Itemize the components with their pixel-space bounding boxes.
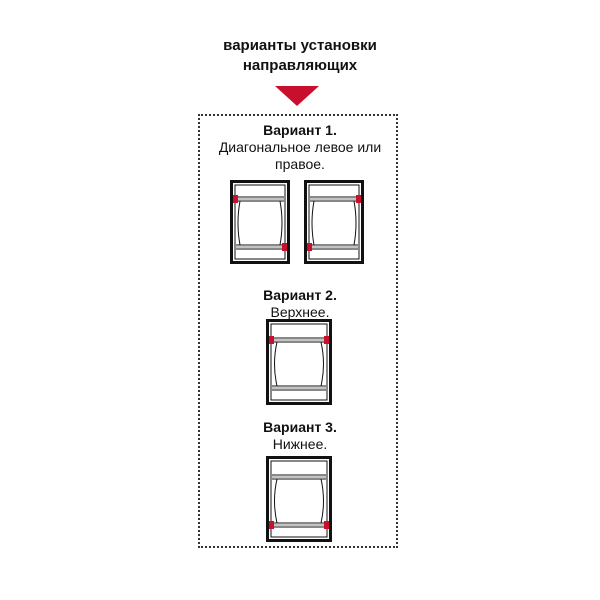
basket-rail-top (310, 196, 358, 202)
cabinet-inner (270, 323, 328, 401)
variant-2-desc-line-1: Верхнее. (270, 304, 330, 320)
basket-rail-top (236, 196, 284, 202)
cabinet-variant-1-right (304, 180, 364, 264)
basket-side-left (311, 200, 315, 246)
cabinet-variant-2 (266, 319, 332, 405)
guide-marker-bottom-right (282, 243, 287, 251)
cabinet-outline (266, 319, 332, 405)
variant-1-label: Вариант 1. Диагональное левое или правое… (150, 122, 450, 173)
basket-side-right (320, 478, 324, 524)
cabinet-variant-1-left (230, 180, 290, 264)
guide-marker-top-right (356, 195, 361, 203)
basket-rail-top (272, 337, 326, 343)
cabinet-inner (234, 184, 286, 260)
variant-1-desc-line-1: Диагональное левое или (218, 139, 382, 155)
guide-marker-top-left (269, 336, 274, 344)
options-frame (198, 114, 398, 548)
variant-1-title: Вариант 1. (263, 122, 337, 138)
basket-side-left (274, 341, 278, 387)
variant-2-title: Вариант 2. (263, 287, 337, 303)
basket-rail-bottom (236, 244, 284, 250)
guide-marker-top-left (233, 195, 238, 203)
variant-3-desc-line-1: Нижнее. (272, 436, 328, 452)
heading-line-2: направляющих (242, 57, 358, 74)
basket-rail-bottom (272, 522, 326, 528)
cabinet-outline (230, 180, 290, 264)
basket-side-right (279, 200, 283, 246)
heading-line-1: варианты установки (223, 37, 377, 54)
variant-3-label: Вариант 3. Нижнее. (150, 419, 450, 453)
variant-3-title: Вариант 3. (263, 419, 337, 435)
guide-marker-bottom-left (307, 243, 312, 251)
guide-marker-bottom-left (269, 521, 274, 529)
guide-marker-top-right (324, 336, 329, 344)
basket-side-right (320, 341, 324, 387)
variant-1-desc-line-2: правое. (275, 156, 325, 172)
basket-rail-bottom (272, 385, 326, 391)
basket-side-left (274, 478, 278, 524)
cabinet-inner (308, 184, 360, 260)
basket-rail-bottom (310, 244, 358, 250)
basket-side-right (353, 200, 357, 246)
cabinet-variant-3 (266, 456, 332, 542)
heading: варианты установки направляющих (150, 36, 450, 76)
variant-2-label: Вариант 2. Верхнее. (150, 287, 450, 321)
guide-marker-bottom-right (324, 521, 329, 529)
basket-rail-top (272, 474, 326, 480)
down-arrow-icon (275, 86, 319, 106)
cabinet-inner (270, 460, 328, 538)
basket-side-left (237, 200, 241, 246)
cabinet-outline (304, 180, 364, 264)
cabinet-outline (266, 456, 332, 542)
